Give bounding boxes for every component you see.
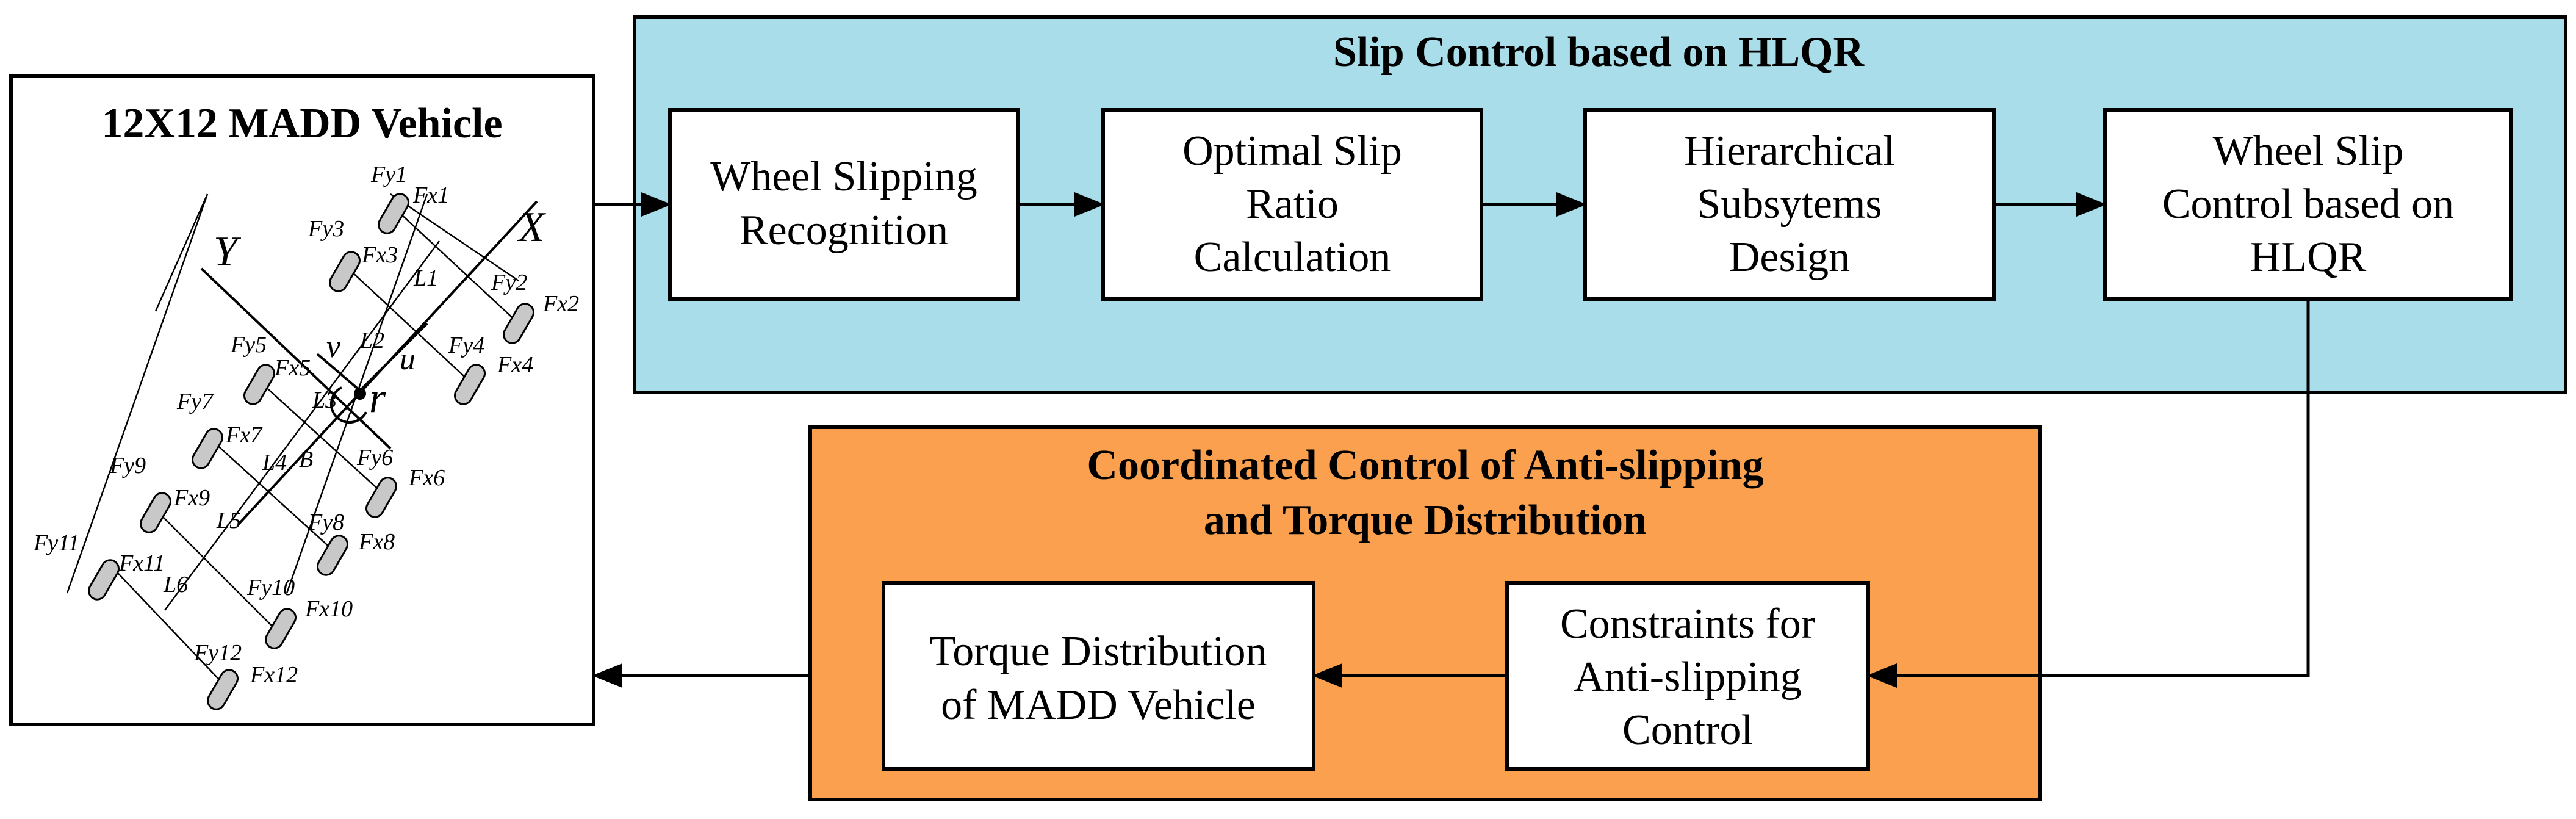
vehicle-dim-rail xyxy=(154,193,209,312)
wheel-1 xyxy=(378,193,409,234)
dim-label-l5: L5 xyxy=(216,508,241,533)
fx4-label: Fx4 xyxy=(497,352,533,378)
dim-label-b: B xyxy=(299,447,313,472)
arrow-control-to-constraints xyxy=(1866,299,2310,688)
hierarchical-subsystems-line-2: Subsytems xyxy=(1697,181,1882,228)
yaw-rate-arc xyxy=(329,386,367,424)
anti-slipping-constraints-box xyxy=(1505,581,1870,771)
fy12-label: Fy12 xyxy=(193,640,242,666)
fx3-label: Fx3 xyxy=(361,242,398,268)
wheel-3 xyxy=(329,251,361,292)
wheel-10 xyxy=(265,608,297,649)
v-arrow-line xyxy=(316,353,361,392)
fy4-label: Fy4 xyxy=(448,333,484,358)
fx1-label: Fx1 xyxy=(412,182,449,208)
optimal-slip-ratio-line-2: Ratio xyxy=(1246,181,1339,228)
torque-distribution-line-1: Torque Distribution xyxy=(929,628,1267,675)
anti-slipping-constraints-line-2: Anti-slipping xyxy=(1574,654,1801,701)
fy8-label: Fy8 xyxy=(308,510,344,535)
anti-slipping-constraints-line-1: Constraints for xyxy=(1560,601,1815,648)
fy5-label: Fy5 xyxy=(230,332,267,358)
fx7-label: Fx7 xyxy=(225,422,263,448)
anti-slipping-constraints-line-3: Control xyxy=(1622,707,1753,754)
fy6-label: Fy6 xyxy=(356,445,393,471)
y-axis-label: Y xyxy=(214,228,242,275)
wheel-4 xyxy=(454,364,486,405)
fx6-label: Fx6 xyxy=(408,465,445,491)
coordinated-control-panel: Coordinated Control of Anti-slipping and… xyxy=(808,425,2042,801)
vehicle-front-side xyxy=(390,193,519,282)
axle-line-6 xyxy=(106,561,226,687)
torque-distribution-line-2: of MADD Vehicle xyxy=(941,682,1256,729)
fy3-label: Fy3 xyxy=(308,216,344,242)
slip-control-panel: Slip Control based on HLQR Wheel Slippin… xyxy=(633,15,2567,394)
wheel-slip-control-line-1: Wheel Slip xyxy=(2213,128,2404,175)
hierarchical-subsystems-line-1: Hierarchical xyxy=(1684,128,1895,175)
wheel-slipping-recognition-line-2: Recognition xyxy=(739,207,948,254)
dim-label-l2: L2 xyxy=(359,328,384,353)
vehicle-panel-title: 12X12 MADD Vehicle xyxy=(101,100,502,147)
fy2-label: Fy2 xyxy=(491,270,527,295)
dim-label-l1: L1 xyxy=(413,265,438,291)
wheel-slip-control-line-2: Control based on xyxy=(2162,181,2454,228)
wheel-9 xyxy=(140,492,171,533)
axle-line-4 xyxy=(207,436,339,556)
fx11-label: Fx11 xyxy=(118,550,165,576)
vehicle-panel-frame xyxy=(9,74,595,726)
fx12-label: Fx12 xyxy=(250,662,298,688)
vehicle-panel: 12X12 MADD Vehicle X Y u v r L1 L2 L3 L4… xyxy=(9,74,595,726)
wheel-2 xyxy=(503,303,534,344)
optimal-slip-ratio-line-1: Optimal Slip xyxy=(1182,128,1402,175)
dim-label-l4: L4 xyxy=(262,450,287,475)
vehicle-left-side xyxy=(66,193,209,594)
fx5-label: Fx5 xyxy=(274,355,311,381)
fx10-label: Fx10 xyxy=(304,596,353,622)
center-of-mass-dot xyxy=(354,388,366,400)
axle-line-3 xyxy=(256,378,391,501)
wheel-slipping-recognition-box xyxy=(668,108,1020,301)
axle-line-5 xyxy=(152,506,281,635)
wheel-6 xyxy=(365,477,397,518)
fy10-label: Fy10 xyxy=(246,575,295,601)
coordinated-control-title-line-1: Coordinated Control of Anti-slipping xyxy=(1087,442,1763,489)
r-label: r xyxy=(369,375,386,422)
u-arrow-line xyxy=(359,322,428,392)
wheel-8 xyxy=(317,535,348,576)
fx9-label: Fx9 xyxy=(173,485,210,511)
wheel-12 xyxy=(207,669,239,710)
torque-distribution-box xyxy=(882,581,1315,771)
wheel-7 xyxy=(192,428,223,469)
fx2-label: Fx2 xyxy=(542,291,579,317)
wheel-slipping-recognition-line-1: Wheel Slipping xyxy=(710,153,977,200)
hierarchical-subsystems-box xyxy=(1583,108,1996,301)
wheel-11 xyxy=(88,559,120,601)
coordinated-control-title-line-2: and Torque Distribution xyxy=(1204,497,1647,544)
axle-line-2 xyxy=(341,262,473,385)
optimal-slip-ratio-line-3: Calculation xyxy=(1194,234,1391,281)
v-label: v xyxy=(326,330,341,364)
fy11-label: Fy11 xyxy=(33,530,79,556)
optimal-slip-ratio-box xyxy=(1101,108,1483,301)
dimension-line xyxy=(164,240,441,611)
hierarchical-subsystems-line-3: Design xyxy=(1729,234,1850,281)
wheel-slip-control-line-3: HLQR xyxy=(2250,234,2367,281)
x-axis-label: X xyxy=(517,204,547,251)
fy7-label: Fy7 xyxy=(176,389,214,414)
fy9-label: Fy9 xyxy=(109,453,146,478)
axle-line-1 xyxy=(390,204,519,324)
wheel-5 xyxy=(243,364,275,405)
slip-control-title: Slip Control based on HLQR xyxy=(1333,29,1865,76)
dim-label-l6: L6 xyxy=(163,572,188,597)
dim-label-l3: L3 xyxy=(312,388,337,413)
fy1-label: Fy1 xyxy=(370,162,407,187)
u-label: u xyxy=(400,342,416,377)
fx8-label: Fx8 xyxy=(358,529,395,555)
